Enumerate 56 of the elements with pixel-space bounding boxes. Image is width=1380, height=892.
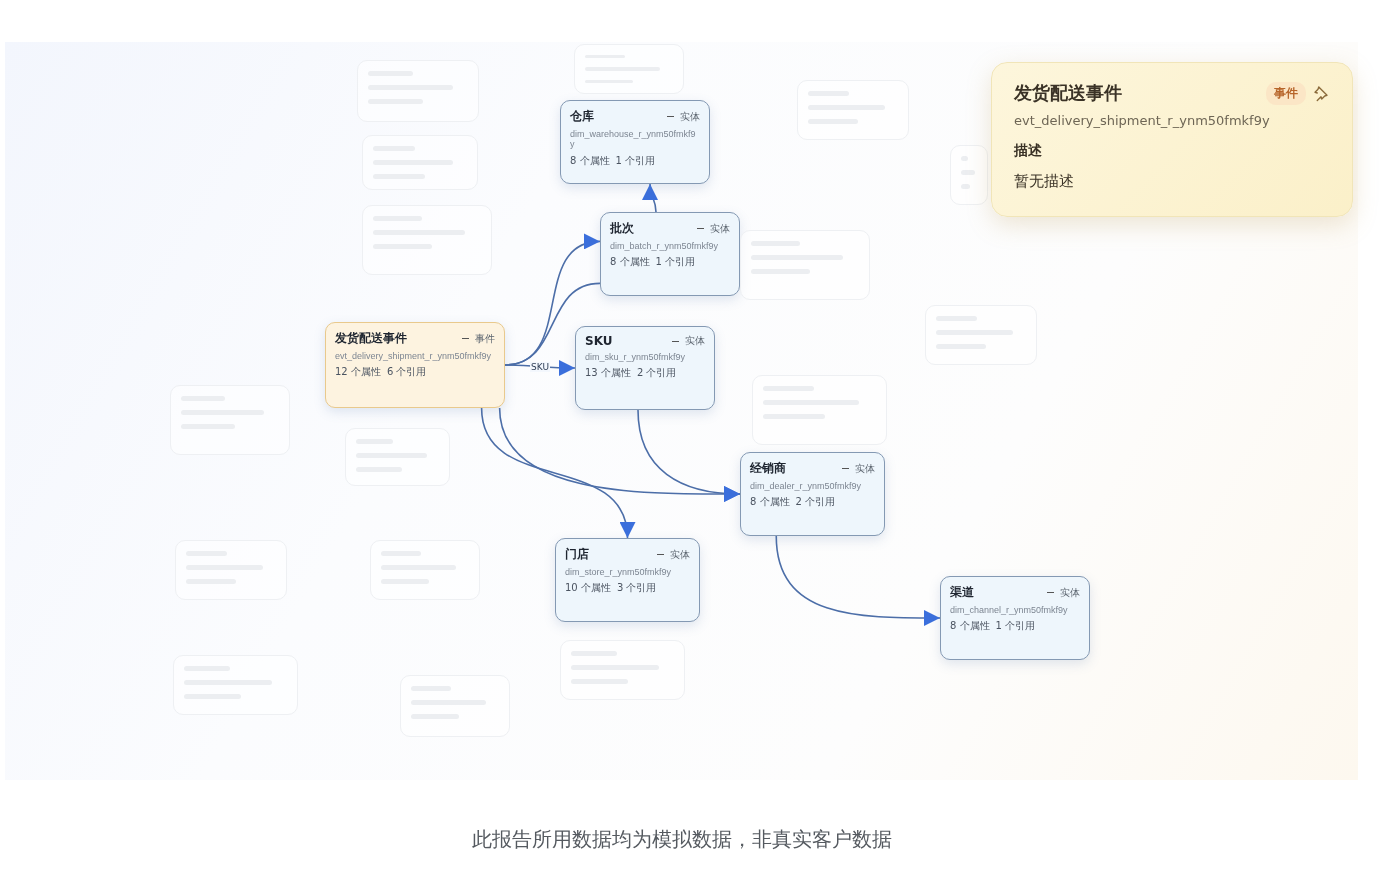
identifier-text: dim_store_r_ynm50fmkf9y: [565, 567, 673, 578]
node-title: SKU: [585, 334, 614, 348]
type-tag: 实体: [680, 109, 700, 124]
node-title: 仓库: [570, 108, 595, 125]
edge-label: SKU: [530, 361, 550, 372]
identifier-text: dim_dealer_r_ynm50fmkf9y: [750, 481, 863, 492]
count-text: 1 个引用: [655, 255, 696, 270]
relation-arrow: [637, 409, 741, 502]
count-text: 2 个引用: [795, 495, 836, 510]
caption: 此报告所用数据均为模拟数据，非真实客户数据: [471, 826, 893, 853]
relation-arrow: [480, 407, 634, 539]
type-tag: 实体: [670, 547, 690, 562]
count-text: 3 个引用: [616, 581, 657, 596]
detail-popup-card: [991, 62, 1353, 217]
popup-title: 发货配送事件: [1014, 81, 1123, 105]
entity-node-card: [740, 452, 885, 536]
identifier-text: dim_channel_r_ynm50fmkf9y: [950, 605, 1069, 616]
identifier-text: evt_delivery_shipment_r_ynm50fmkf9y: [335, 351, 493, 362]
node-title: 门店: [565, 546, 590, 563]
node-title: 渠道: [950, 584, 975, 601]
identifier-text: dim_warehouse_r_ynm50fmkf9y: [570, 129, 697, 150]
count-text: 8 个属性: [750, 495, 790, 510]
count-text: 1 个引用: [995, 619, 1036, 634]
entity-node-card: [575, 326, 715, 410]
type-tag: 实体: [1060, 585, 1080, 600]
count-text: 2 个引用: [636, 366, 677, 381]
description-text: 暂无描述: [1014, 172, 1075, 191]
identifier-text: evt_delivery_shipment_r_ynm50fmkf9y: [1014, 113, 1271, 128]
node-title: 发货配送事件: [335, 330, 408, 347]
count-text: 10 个属性: [565, 581, 611, 596]
type-tag: 实体: [710, 221, 730, 236]
entity-node-card: [940, 576, 1090, 660]
count-text: 8 个属性: [610, 255, 650, 270]
identifier-text: dim_batch_r_ynm50fmkf9y: [610, 241, 720, 252]
count-text: 8 个属性: [950, 619, 990, 634]
faded-node-card: [740, 230, 870, 300]
count-text: 12 个属性: [335, 365, 381, 380]
identifier-text: dim_sku_r_ynm50fmkf9y: [585, 352, 687, 363]
node-title: 批次: [610, 220, 635, 237]
section-heading: 描述: [1014, 142, 1043, 160]
relation-arrow: [775, 535, 941, 626]
type-badge: 事件: [1266, 81, 1306, 105]
node-title: 经销商: [750, 460, 787, 477]
entity-node-card: [555, 538, 700, 622]
faded-node-card: [950, 145, 988, 205]
event-node-card: [325, 322, 505, 408]
type-tag: 事件: [475, 331, 495, 346]
relation-arrow: [642, 183, 659, 213]
count-text: 8 个属性: [570, 153, 610, 168]
count-text: 1 个引用: [615, 153, 656, 168]
entity-node-card: [600, 212, 740, 296]
entity-node-card: [560, 100, 710, 184]
type-tag: 实体: [855, 461, 875, 476]
type-tag: 实体: [685, 334, 705, 348]
count-text: 6 个引用: [386, 365, 427, 380]
count-text: 13 个属性: [585, 366, 631, 381]
